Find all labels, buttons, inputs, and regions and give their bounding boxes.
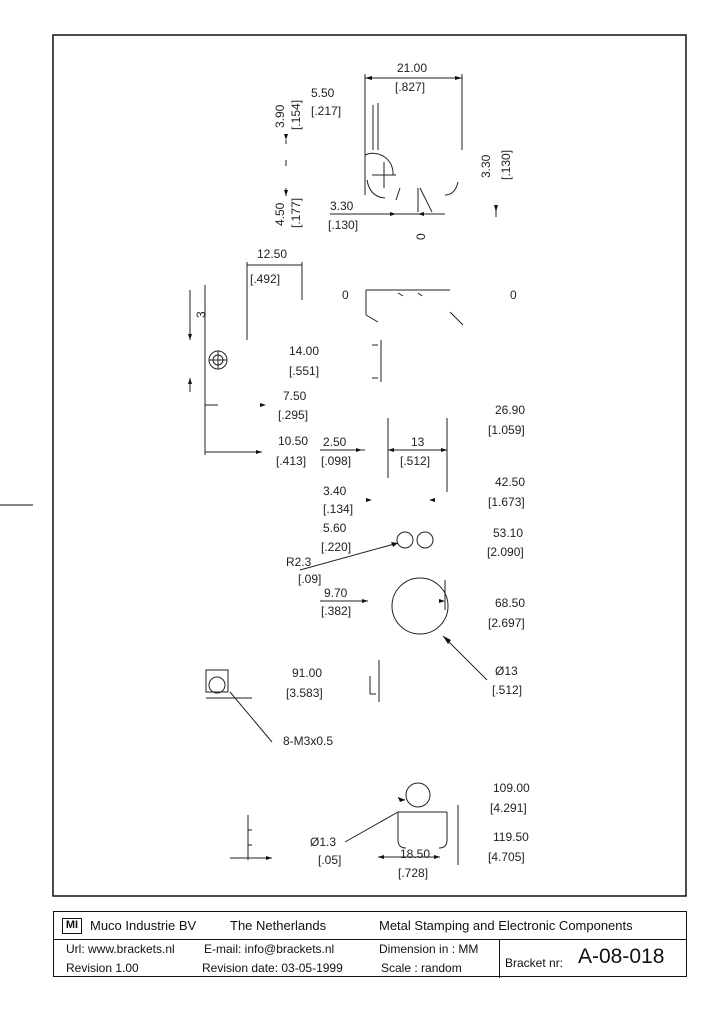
dim-12-50: 12.50 (257, 247, 287, 261)
dim-21-00-inch: [.827] (395, 80, 425, 94)
sheet-border (52, 34, 687, 897)
dim-3-30-a-inch: [.130] (328, 218, 358, 232)
dim-13-inch: [.512] (400, 454, 430, 468)
dim-68-50-inch: [2.697] (488, 616, 525, 630)
dim-5-50: 5.50 (311, 86, 335, 100)
dim-14-00: 14.00 (289, 344, 319, 358)
dim-5-50-inch: [.217] (311, 104, 341, 118)
dim-7-50: 7.50 (283, 389, 307, 403)
dim-68-50: 68.50 (495, 596, 525, 610)
bracket-number-label: Bracket nr: (505, 956, 564, 970)
dim-13: 13 (411, 435, 425, 449)
dim-hole-radius-inch: [.09] (298, 572, 321, 586)
dim-53-10: 53.10 (493, 526, 523, 540)
dim-42-50: 42.50 (495, 475, 525, 489)
dim-3-30-b-inch: [.130] (499, 150, 513, 180)
geometry (189, 74, 497, 865)
dim-2-50: 2.50 (323, 435, 347, 449)
company-country: The Netherlands (230, 918, 327, 933)
dim-12-50-inch: [.492] (250, 272, 280, 286)
dim-zero-b: 0 (342, 288, 349, 302)
title-block-divider (499, 940, 500, 978)
bracket-number: A-08-018 (578, 945, 665, 968)
dim-13-diameter-inch: [.512] (492, 683, 522, 697)
dim-26-90: 26.90 (495, 403, 525, 417)
dim-small-hole-inch: [.05] (318, 853, 341, 867)
dim-42-50-inch: [1.673] (488, 495, 525, 509)
dim-18-50-inch: [.728] (398, 866, 428, 880)
dim-3-40: 3.40 (323, 484, 347, 498)
dim-zero-c: 0 (510, 288, 517, 302)
dim-5-60-inch: [.220] (321, 540, 351, 554)
dim-10-50: 10.50 (278, 434, 308, 448)
scale: Scale : random (381, 961, 462, 975)
dim-18-50: 18.50 (400, 847, 430, 861)
company-logo: MI (62, 918, 82, 934)
dim-4-50: 4.50 (273, 202, 287, 226)
contact-email: E-mail: info@brackets.nl (204, 942, 335, 956)
dim-7-50-inch: [.295] (278, 408, 308, 422)
title-block-header: MI Muco Industrie BV The Netherlands Met… (54, 912, 686, 940)
dim-14-00-inch: [.551] (289, 364, 319, 378)
dim-9-70-inch: [.382] (321, 604, 351, 618)
dim-109-00: 109.00 (493, 781, 530, 795)
dim-3-40-inch: [.134] (323, 502, 353, 516)
dim-4-50-inch: [.177] (289, 198, 303, 228)
dim-109-00-inch: [4.291] (490, 801, 527, 815)
dim-3-90: 3.90 (273, 104, 287, 128)
dim-left-vertical: 3 (194, 311, 208, 318)
dim-3-30-b: 3.30 (479, 154, 493, 178)
dim-119-50: 119.50 (493, 830, 529, 844)
company-name: Muco Industrie BV (90, 918, 197, 933)
dim-3-90-inch: [.154] (289, 100, 303, 130)
title-block: MI Muco Industrie BV The Netherlands Met… (53, 911, 687, 978)
website-url: Url: www.brackets.nl (66, 942, 175, 956)
dimension-unit: Dimension in : MM (379, 942, 479, 956)
dim-91-00: 91.00 (292, 666, 322, 680)
revision-date: Revision date: 03-05-1999 (202, 961, 343, 975)
dim-3-30-a: 3.30 (330, 199, 354, 213)
dim-10-50-inch: [.413] (276, 454, 306, 468)
dim-53-10-inch: [2.090] (487, 545, 524, 559)
dim-2-50-inch: [.098] (321, 454, 351, 468)
dim-91-00-inch: [3.583] (286, 686, 323, 700)
dim-9-70: 9.70 (324, 586, 348, 600)
dim-small-hole: Ø1.3 (310, 835, 336, 849)
revision: Revision 1.00 (66, 961, 139, 975)
dim-5-60: 5.60 (323, 521, 347, 535)
dim-21-00: 21.00 (397, 61, 427, 75)
thread-callout: 8-M3x0.5 (283, 734, 333, 748)
dim-26-90-inch: [1.059] (488, 423, 525, 437)
arrowheads (188, 76, 498, 860)
dim-zero-a: 0 (414, 233, 428, 240)
dim-119-50-inch: [4.705] (488, 850, 525, 864)
company-tagline: Metal Stamping and Electronic Components (379, 918, 633, 933)
dim-hole-radius: R2.3 (286, 555, 312, 569)
dim-13-diameter: Ø13 (495, 664, 518, 678)
